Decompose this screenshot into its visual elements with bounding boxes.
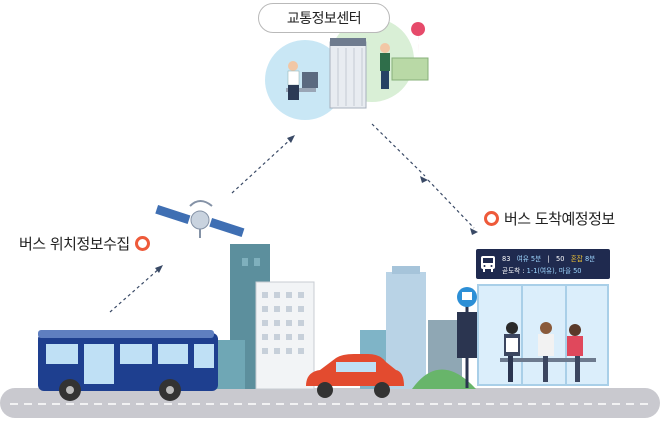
map-person-icon <box>380 22 429 89</box>
bus-stop-sign <box>457 287 477 388</box>
satellite-icon <box>155 200 245 238</box>
bus-icon <box>38 330 218 401</box>
board-row-2: 곧도착 : 1-1(여유), 마을 50 <box>502 267 582 275</box>
building-icon <box>329 38 367 109</box>
board-row-1: 83 여유 5분 | 50 혼잡 8분 <box>502 255 596 263</box>
bus-shelter <box>477 284 609 386</box>
orange-ring-icon <box>134 236 150 251</box>
operator-icon <box>286 61 318 100</box>
car-icon <box>306 354 404 398</box>
city-buildings <box>215 244 476 390</box>
bus-location-label: 버스 위치정보수집 <box>19 233 150 254</box>
traffic-center-label: 교통정보센터 <box>258 3 390 33</box>
orange-ring-icon <box>484 211 499 226</box>
bus-front-icon <box>481 256 495 272</box>
bus-arrival-label: 버스 도착예정정보 <box>484 208 615 229</box>
arrival-board: 83 여유 5분 | 50 혼잡 8분 곧도착 : 1-1(여유), 마을 50 <box>476 249 610 279</box>
